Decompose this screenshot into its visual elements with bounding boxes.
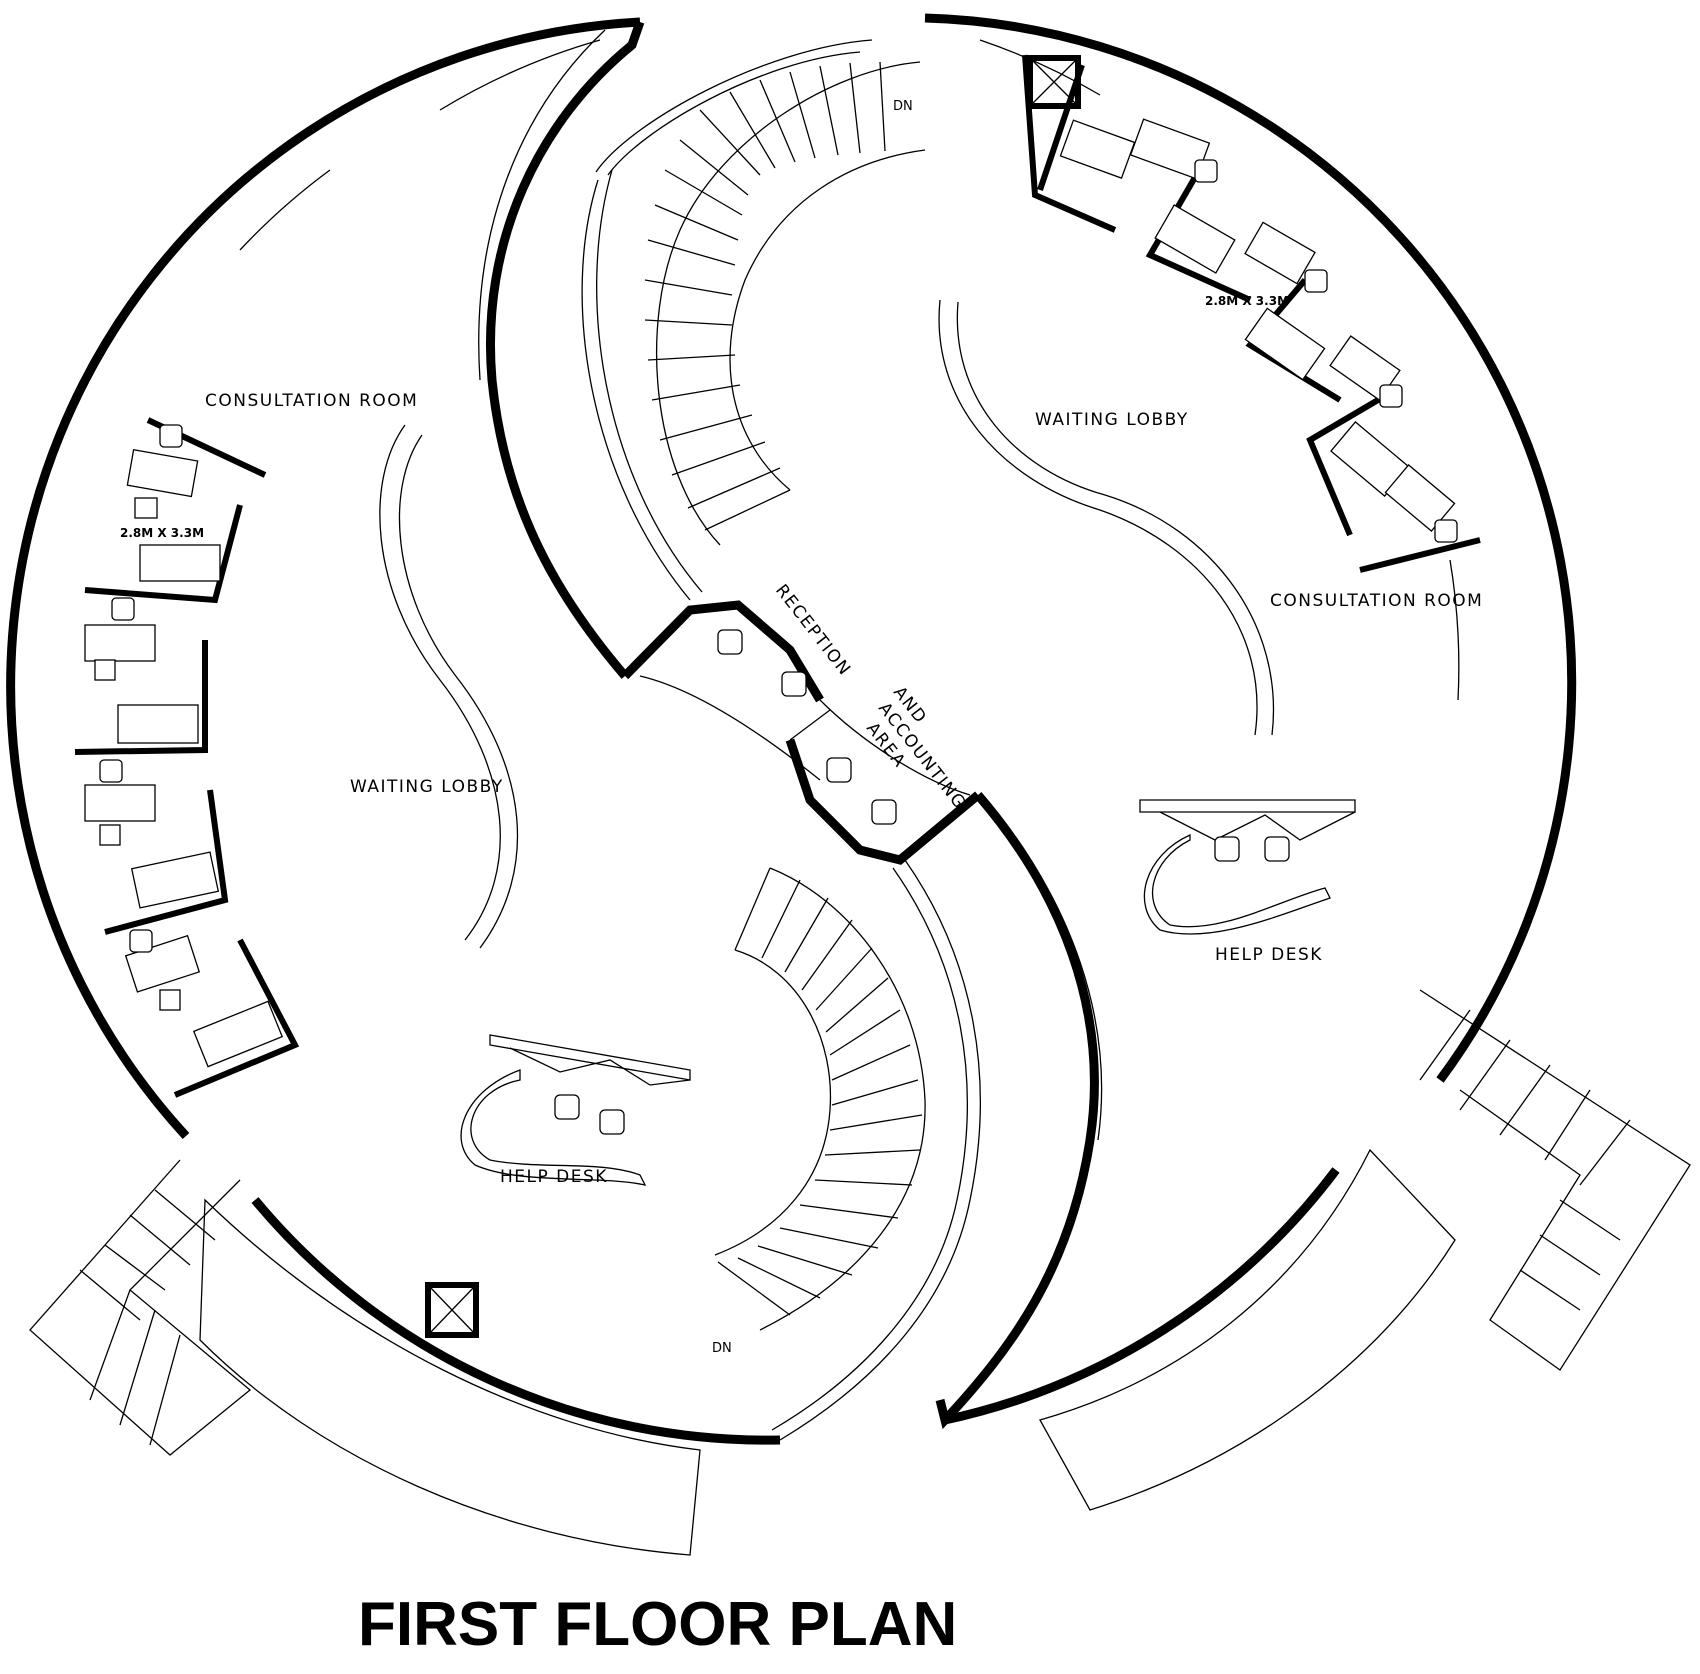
lobby-screen-right <box>938 299 1274 736</box>
reception-label: RECEPTION <box>771 581 855 680</box>
central-s-wall-right <box>771 792 1103 1441</box>
stair-dn-label: DN <box>893 99 913 114</box>
reception-chair <box>781 671 807 697</box>
reception-chair <box>871 799 897 825</box>
lobby-screen-left <box>379 424 519 949</box>
help-desk-right <box>1139 799 1356 935</box>
lift-bottom <box>425 1282 479 1338</box>
room-size-label: 2.8M X 3.3M <box>1205 294 1289 308</box>
help-desk-label: HELP DESK <box>1215 945 1323 965</box>
waiting-lobby-label: WAITING LOBBY <box>1035 410 1189 430</box>
consultation-room-label: CONSULTATION ROOM <box>205 391 418 411</box>
reception-chair <box>826 757 852 783</box>
waiting-lobby-label: WAITING LOBBY <box>350 777 504 797</box>
consultation-rooms-right: 2.8M X 3.3M <box>1022 54 1481 573</box>
staircase-bottom: DN <box>712 867 926 1356</box>
consultation-room-label: CONSULTATION ROOM <box>1270 591 1483 611</box>
outer-wall <box>6 13 1577 1445</box>
central-s-wall-left <box>478 20 873 679</box>
stair-dn-label: DN <box>712 1341 732 1356</box>
consultation-rooms-left: 2.8M X 3.3M <box>74 417 300 1098</box>
room-size-label: 2.8M X 3.3M <box>120 526 204 540</box>
help-desk-left <box>460 1034 691 1186</box>
exterior-stairs-right <box>1039 989 1691 1511</box>
help-desk-label: HELP DESK <box>500 1167 608 1187</box>
plan-title: FIRST FLOOR PLAN <box>358 1590 957 1659</box>
reception-chair <box>717 629 743 655</box>
staircase-top: DN <box>644 61 926 546</box>
exterior-stairs-left <box>29 1159 701 1556</box>
lift-top <box>1027 55 1081 109</box>
reception-area <box>621 600 981 865</box>
